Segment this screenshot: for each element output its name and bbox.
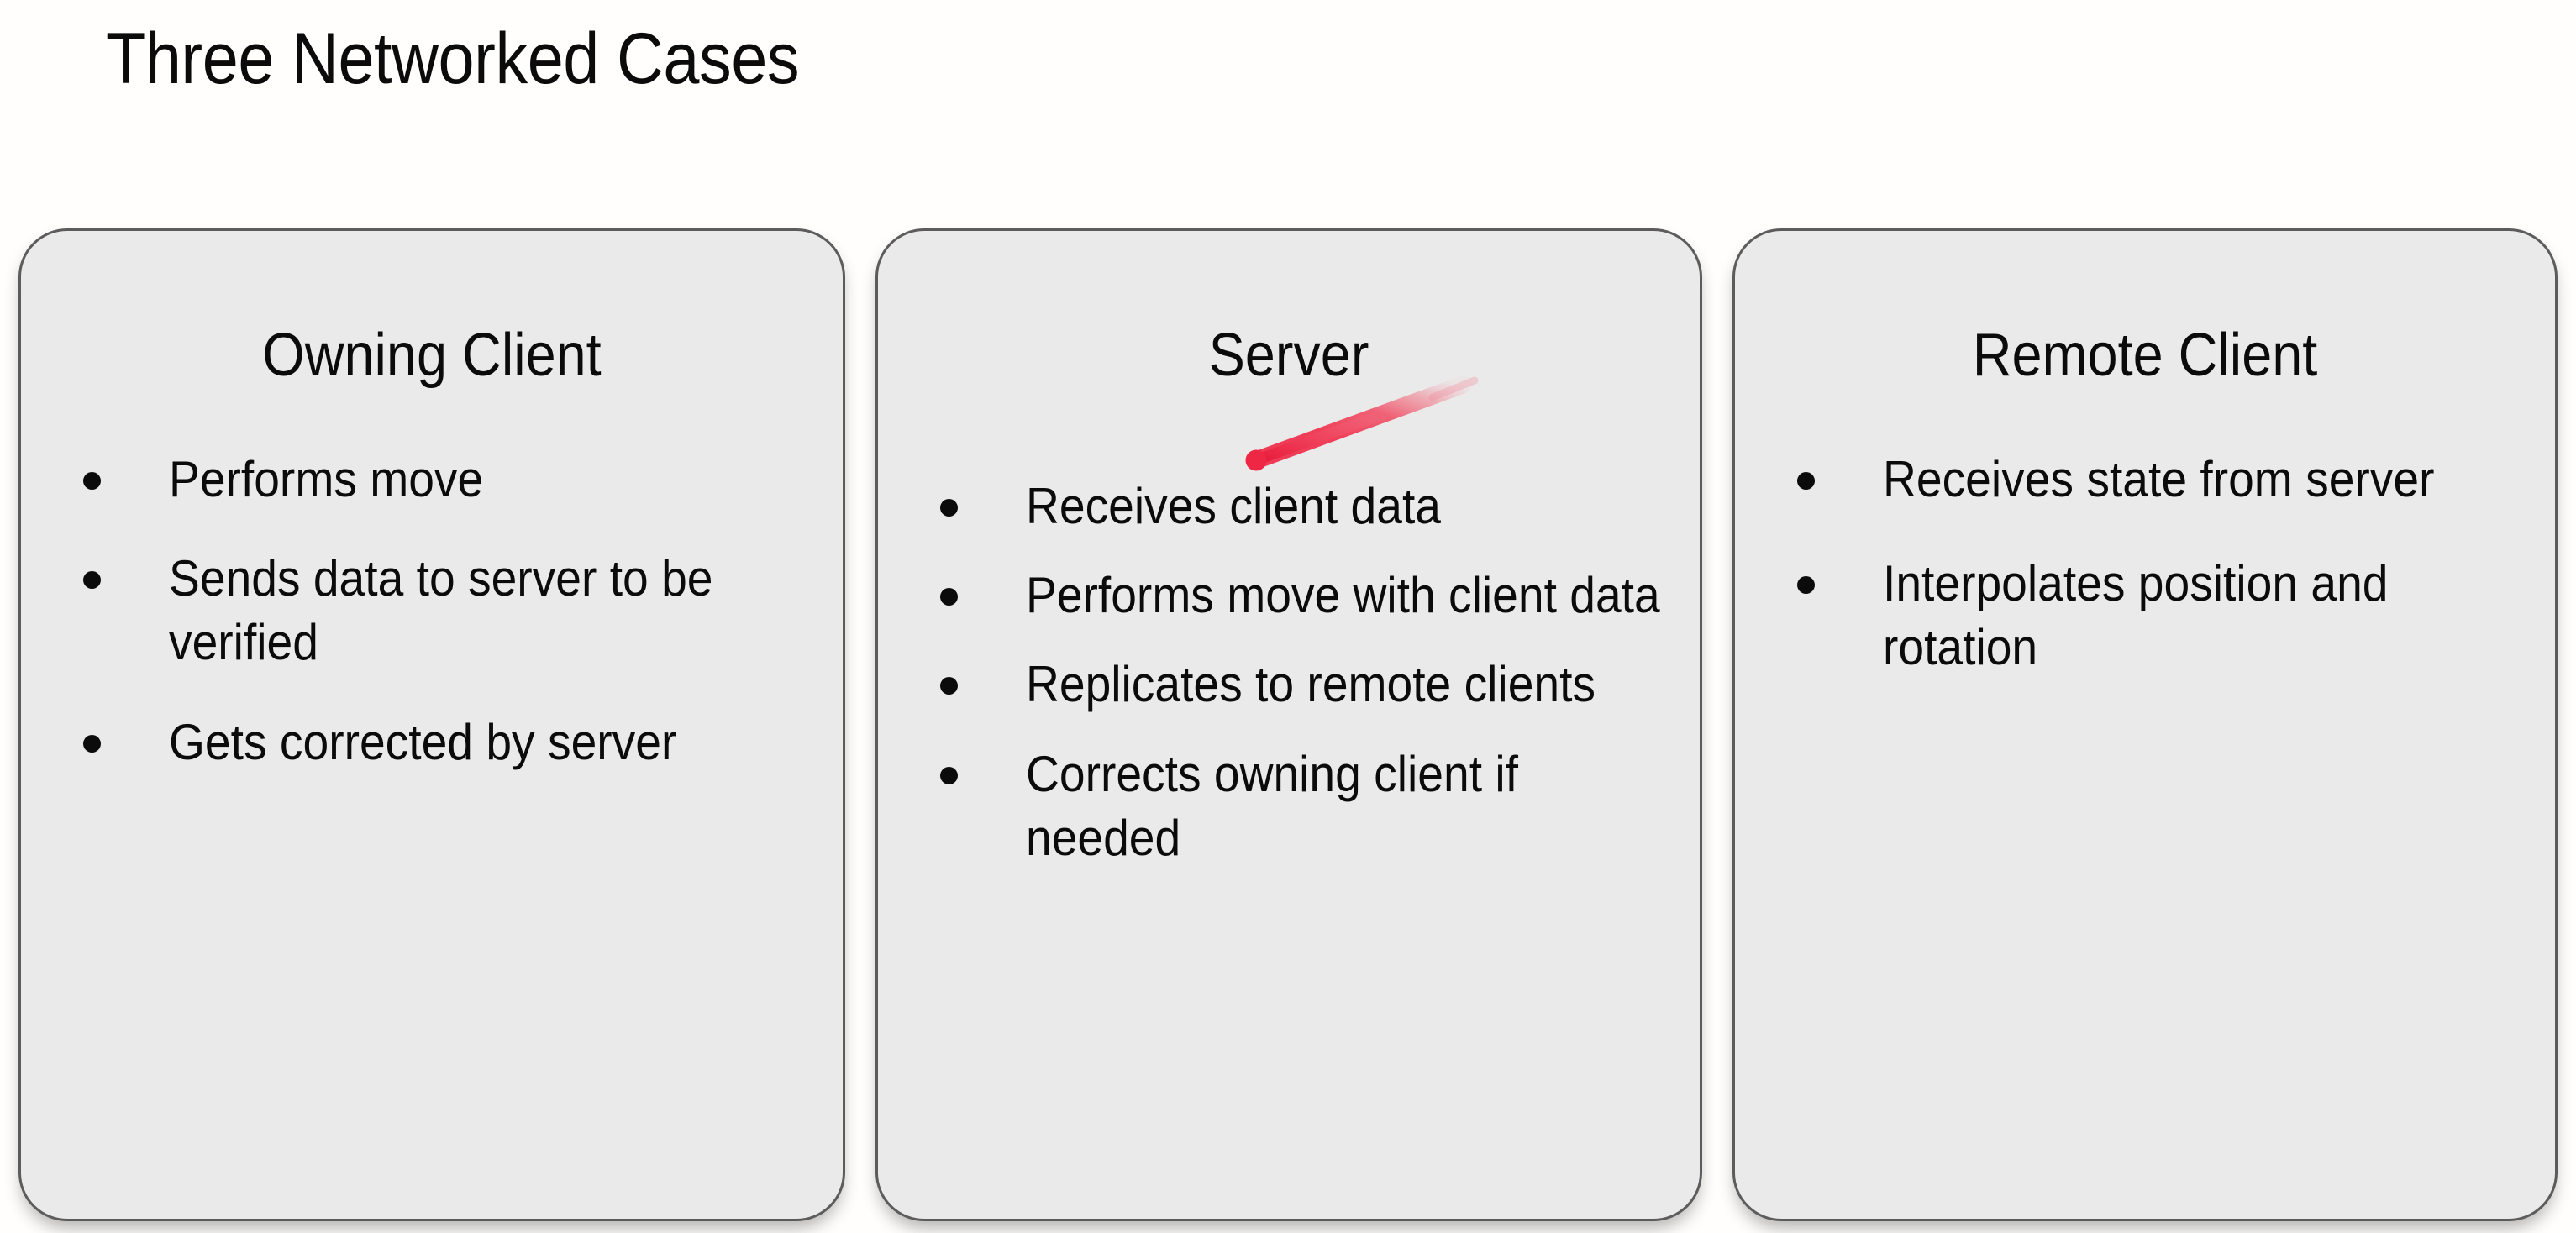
- bullet-text: Replicates to remote clients: [1026, 656, 1596, 713]
- card-row: Owning Client Performs move Sends data t…: [0, 228, 2576, 1224]
- bullet-text: Performs move: [169, 451, 484, 507]
- list-item: Performs move with client data: [923, 564, 1674, 627]
- bullet-dot-icon: [940, 766, 958, 784]
- bullet-dot-icon: [83, 571, 101, 590]
- card-owning-client[interactable]: Owning Client Performs move Sends data t…: [18, 228, 845, 1221]
- bullet-text: Receives state from server: [1883, 451, 2435, 507]
- bullet-dot-icon: [1797, 576, 1815, 595]
- bullet-dot-icon: [940, 588, 958, 606]
- bullet-list-server: Receives client data Performs move with …: [923, 475, 1674, 895]
- bullet-text: Gets corrected by server: [169, 713, 677, 770]
- bullet-dot-icon: [83, 734, 101, 753]
- bullet-text: Corrects owning client if needed: [1026, 745, 1518, 866]
- bullet-dot-icon: [940, 677, 958, 695]
- bullet-text: Interpolates position and rotation: [1883, 555, 2389, 676]
- list-item: Receives state from server: [1780, 448, 2530, 512]
- list-item: Sends data to server to be verified: [66, 547, 817, 674]
- card-header-owning-client: Owning Client: [262, 322, 602, 389]
- card-header-server: Server: [1208, 322, 1369, 389]
- list-item: Interpolates position and rotation: [1780, 552, 2530, 679]
- list-item: Corrects owning client if needed: [923, 742, 1674, 870]
- card-header-remote-client: Remote Client: [1972, 322, 2318, 389]
- bullet-dot-icon: [940, 499, 958, 517]
- list-item: Replicates to remote clients: [923, 653, 1674, 716]
- bullet-text: Sends data to server to be verified: [169, 550, 713, 671]
- card-content: Owning Client Performs move Sends data t…: [21, 231, 843, 1219]
- bullet-text: Performs move with client data: [1026, 567, 1660, 624]
- list-item: Gets corrected by server: [66, 711, 817, 774]
- bullet-list-owning-client: Performs move Sends data to server to be…: [66, 448, 817, 810]
- card-content: Server Receives client data Performs mov…: [878, 231, 1700, 1219]
- bullet-text: Receives client data: [1026, 478, 1441, 534]
- bullet-dot-icon: [83, 472, 101, 490]
- card-content: Remote Client Receives state from server…: [1735, 231, 2555, 1219]
- page-title: Three Networked Cases: [106, 18, 800, 99]
- card-server[interactable]: Server Receives client data Performs mov…: [875, 228, 1702, 1221]
- bullet-list-remote-client: Receives state from server Interpolates …: [1780, 448, 2530, 721]
- list-item: Performs move: [66, 448, 817, 512]
- card-remote-client[interactable]: Remote Client Receives state from server…: [1732, 228, 2558, 1221]
- bullet-dot-icon: [1797, 472, 1815, 490]
- list-item: Receives client data: [923, 475, 1674, 538]
